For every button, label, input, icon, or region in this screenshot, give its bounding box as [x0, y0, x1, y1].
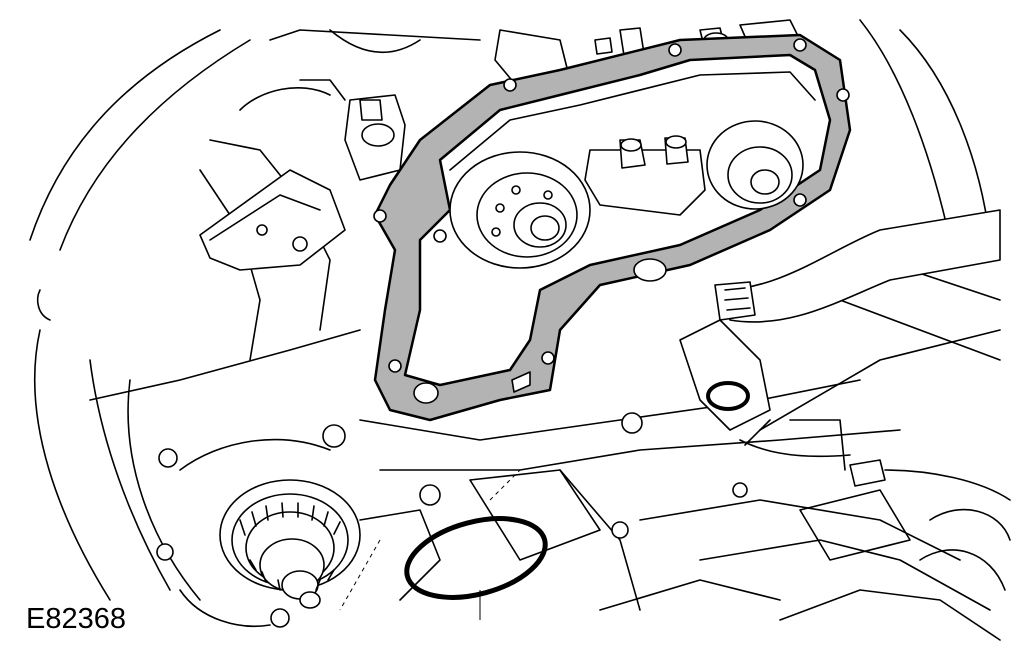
drive-gear-assembly — [156, 424, 361, 628]
camshaft-sprockets — [449, 120, 804, 269]
sensor-bracket — [199, 79, 406, 271]
o-ring — [339, 469, 548, 620]
cover-gasket — [373, 33, 852, 422]
figure-id-label: E82368 — [22, 603, 130, 636]
lower-housing — [359, 412, 911, 611]
coolant-hose — [679, 209, 1011, 501]
engine-block-outline — [29, 19, 1011, 641]
